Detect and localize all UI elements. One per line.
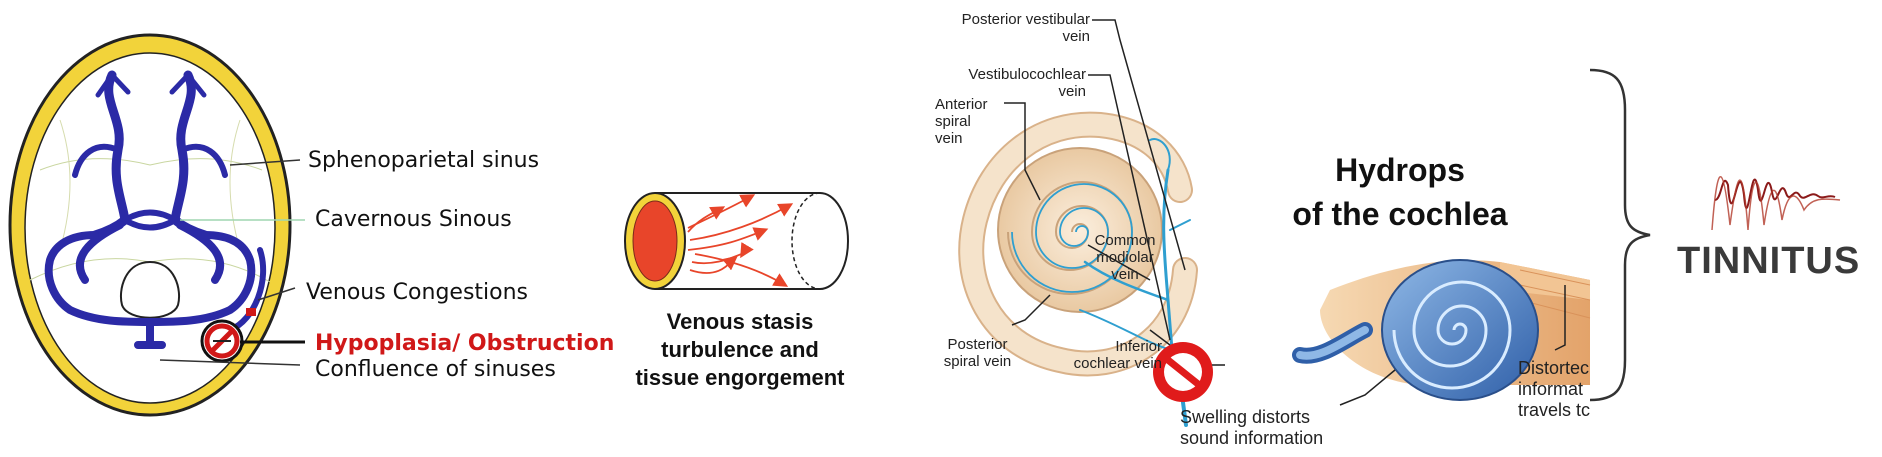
leader-venous-congestion — [257, 287, 296, 301]
leader-sphenoparietal — [229, 159, 301, 166]
turbulence-arrows — [687, 194, 794, 287]
label-line: Posterior — [947, 336, 1008, 353]
label-line: Anterior — [935, 96, 988, 113]
caption-line-1: Venous stasis — [666, 309, 814, 334]
label-line: spiral vein — [943, 353, 1012, 370]
caption-line-2: turbulence and — [661, 337, 819, 362]
label-venous-congestions: Venous Congestions — [306, 280, 529, 305]
label-line: informat — [1518, 379, 1584, 399]
label-line: vein — [1062, 28, 1090, 45]
label-swelling-distorts: Swelling distorts sound information — [1180, 407, 1323, 449]
label-posterior-vestibular-vein: Posterior vestibular vein — [930, 11, 1090, 45]
label-line: Posterior vestibular — [961, 11, 1090, 28]
leader-distorted — [1554, 285, 1566, 351]
label-line: Distortec — [1518, 358, 1590, 378]
label-posterior-spiral-vein: Posterior spiral vein — [930, 336, 1025, 370]
label-line: spiral — [935, 113, 971, 130]
label-line: Inferior — [1115, 338, 1162, 355]
tinnitus-wave-icon — [1711, 175, 1841, 231]
tinnitus-logo-text: TINNITUS — [1677, 240, 1861, 282]
skull-illustration — [8, 33, 305, 417]
venous-stasis-caption: Venous stasis turbulence and tissue engo… — [615, 308, 865, 392]
label-line: sound information — [1180, 428, 1324, 448]
grouping-brace — [1589, 68, 1651, 402]
label-line: travels tc — [1518, 400, 1590, 420]
hydrops-illustration — [1292, 259, 1591, 406]
label-distorted-information: Distortec informat travels tc — [1518, 358, 1590, 421]
label-line: Common — [1094, 232, 1156, 249]
hydrops-title-line-2: of the cochlea — [1292, 196, 1508, 232]
label-sphenoparietal-sinus: Sphenoparietal sinus — [308, 148, 540, 173]
label-anterior-spiral-vein: Anterior spiral vein — [935, 96, 1005, 147]
leader-confluence — [159, 359, 301, 366]
label-line: Vestibulocochlear — [968, 66, 1086, 83]
label-hypoplasia-obstruction: Hypoplasia/ Obstruction — [315, 331, 615, 356]
blocked-vein-icon — [1153, 342, 1213, 402]
label-inferior-cochlear-vein: Inferior cochlear vein — [1050, 338, 1162, 372]
label-line: modiolar — [1096, 249, 1154, 266]
label-vestibulocochlear-vein: Vestibulocochlear vein — [940, 66, 1086, 100]
caption-line-3: tissue engorgement — [635, 365, 845, 390]
label-line: cochlear vein — [1073, 355, 1162, 372]
label-line: Swelling distorts — [1180, 407, 1311, 427]
label-line: vein — [1058, 83, 1086, 100]
label-cavernous-sinus: Cavernous Sinous — [315, 207, 512, 232]
cochlea-leader-lines — [1004, 19, 1186, 346]
hydrops-title: Hydrops of the cochlea — [1285, 148, 1515, 236]
cochlea-vein-illustration — [958, 19, 1225, 427]
vessel-tube-illustration — [624, 192, 849, 290]
leader-swelling — [1339, 369, 1396, 406]
hydrops-title-line-1: Hydrops — [1335, 152, 1465, 188]
label-common-modiolar-vein: Common modiolar vein — [1080, 232, 1170, 283]
label-confluence-of-sinuses: Confluence of sinuses — [315, 357, 556, 382]
obstruction-icon — [200, 319, 244, 363]
label-line: vein — [1111, 266, 1139, 283]
dural-sinus-veins — [44, 70, 267, 349]
label-line: vein — [935, 130, 963, 147]
